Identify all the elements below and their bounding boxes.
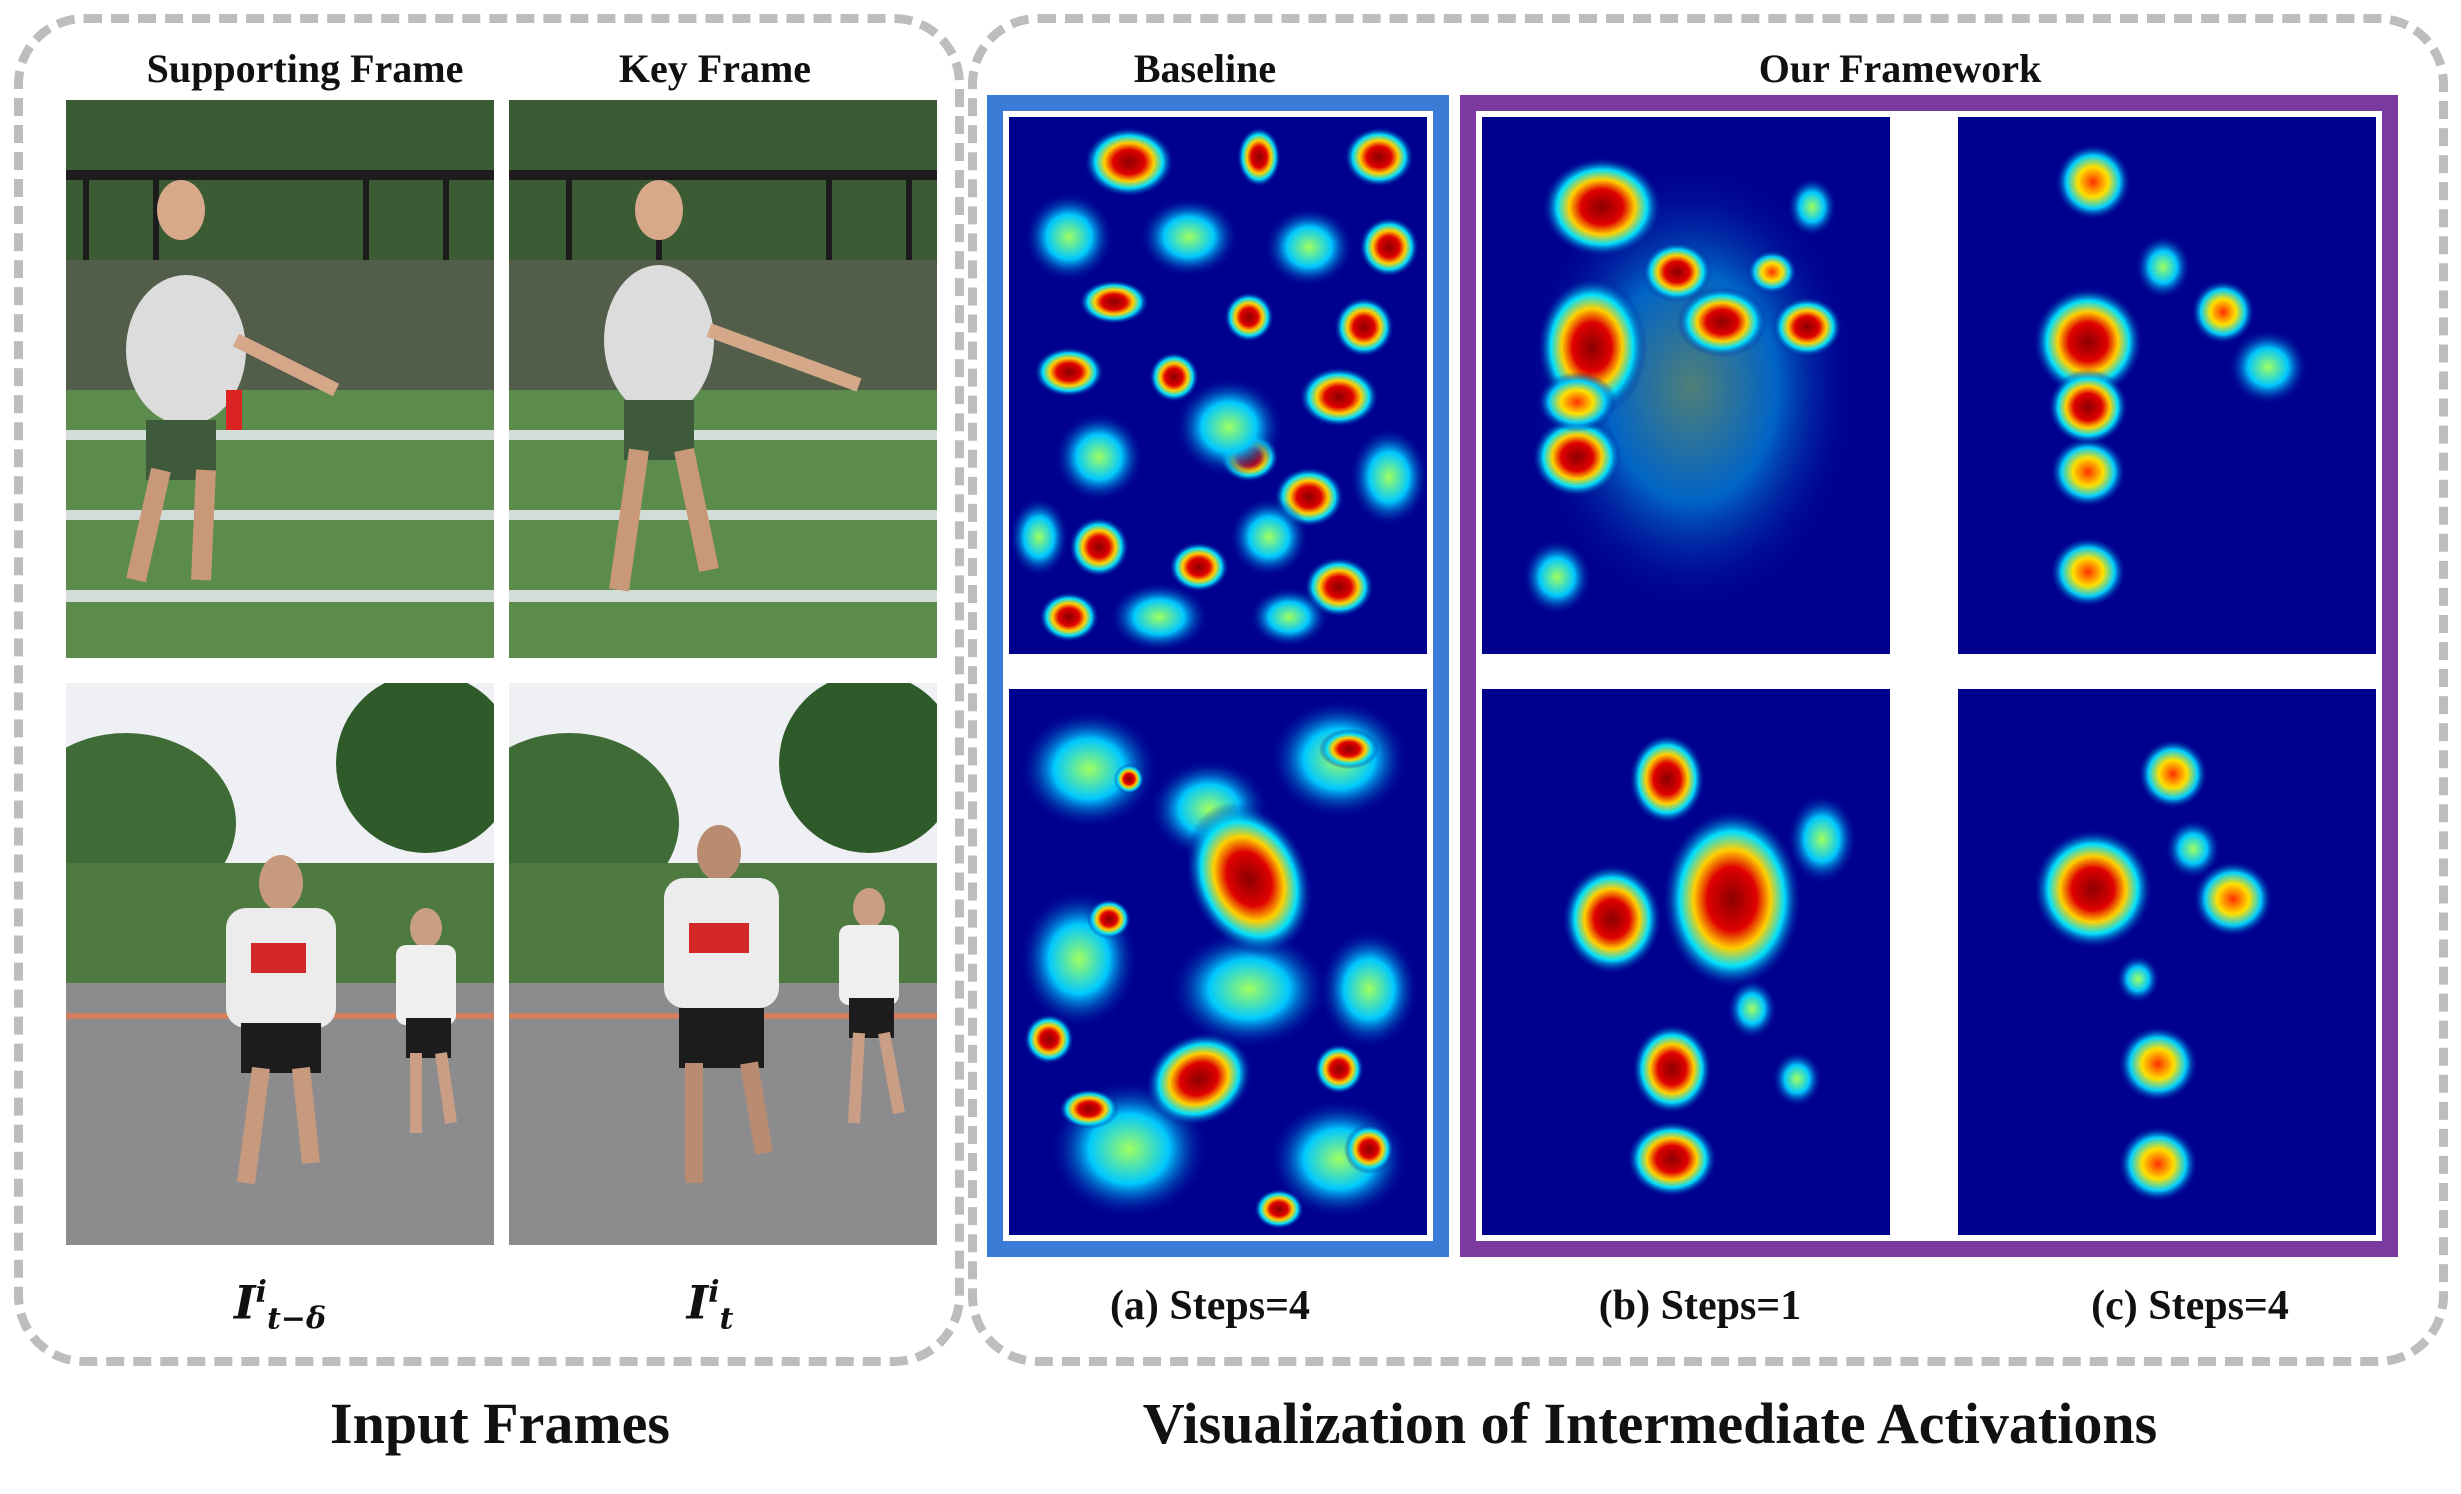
visualization-title: Visualization of Intermediate Activation… bbox=[1142, 1391, 2158, 1456]
activations-panel bbox=[968, 14, 2448, 1366]
header-supporting-frame: Supporting Frame bbox=[146, 46, 464, 91]
header-our-framework: Our Framework bbox=[1758, 46, 2042, 91]
caption-c-framework-steps4: (c) Steps=4 bbox=[2091, 1283, 2289, 1329]
header-key-frame: Key Frame bbox=[618, 46, 812, 91]
framework-frame bbox=[1460, 95, 2398, 1257]
supporting-frame-image-track bbox=[66, 100, 494, 658]
framework-heatmap-steps4-top bbox=[1958, 117, 2376, 654]
key-frame-image-road bbox=[509, 683, 937, 1245]
framework-heatmap-steps1-top bbox=[1482, 117, 1890, 654]
symbol-supporting-frame: Iit−δ bbox=[234, 1275, 326, 1337]
input-frames-panel bbox=[14, 14, 964, 1366]
input-frames-title: Input Frames bbox=[330, 1391, 670, 1456]
supporting-frame-image-road bbox=[66, 683, 494, 1245]
framework-heatmap-steps4-bottom bbox=[1958, 689, 2376, 1235]
header-baseline: Baseline bbox=[1133, 46, 1277, 91]
baseline-frame bbox=[987, 95, 1449, 1257]
baseline-heatmap-steps4-top bbox=[1009, 117, 1427, 654]
caption-a-baseline-steps4: (a) Steps=4 bbox=[1109, 1283, 1311, 1329]
caption-b-framework-steps1: (b) Steps=1 bbox=[1598, 1283, 1802, 1329]
key-frame-image-track bbox=[509, 100, 937, 658]
symbol-key-frame: Iit bbox=[686, 1275, 734, 1337]
baseline-heatmap-steps4-bottom bbox=[1009, 689, 1427, 1235]
framework-heatmap-steps1-bottom bbox=[1482, 689, 1890, 1235]
